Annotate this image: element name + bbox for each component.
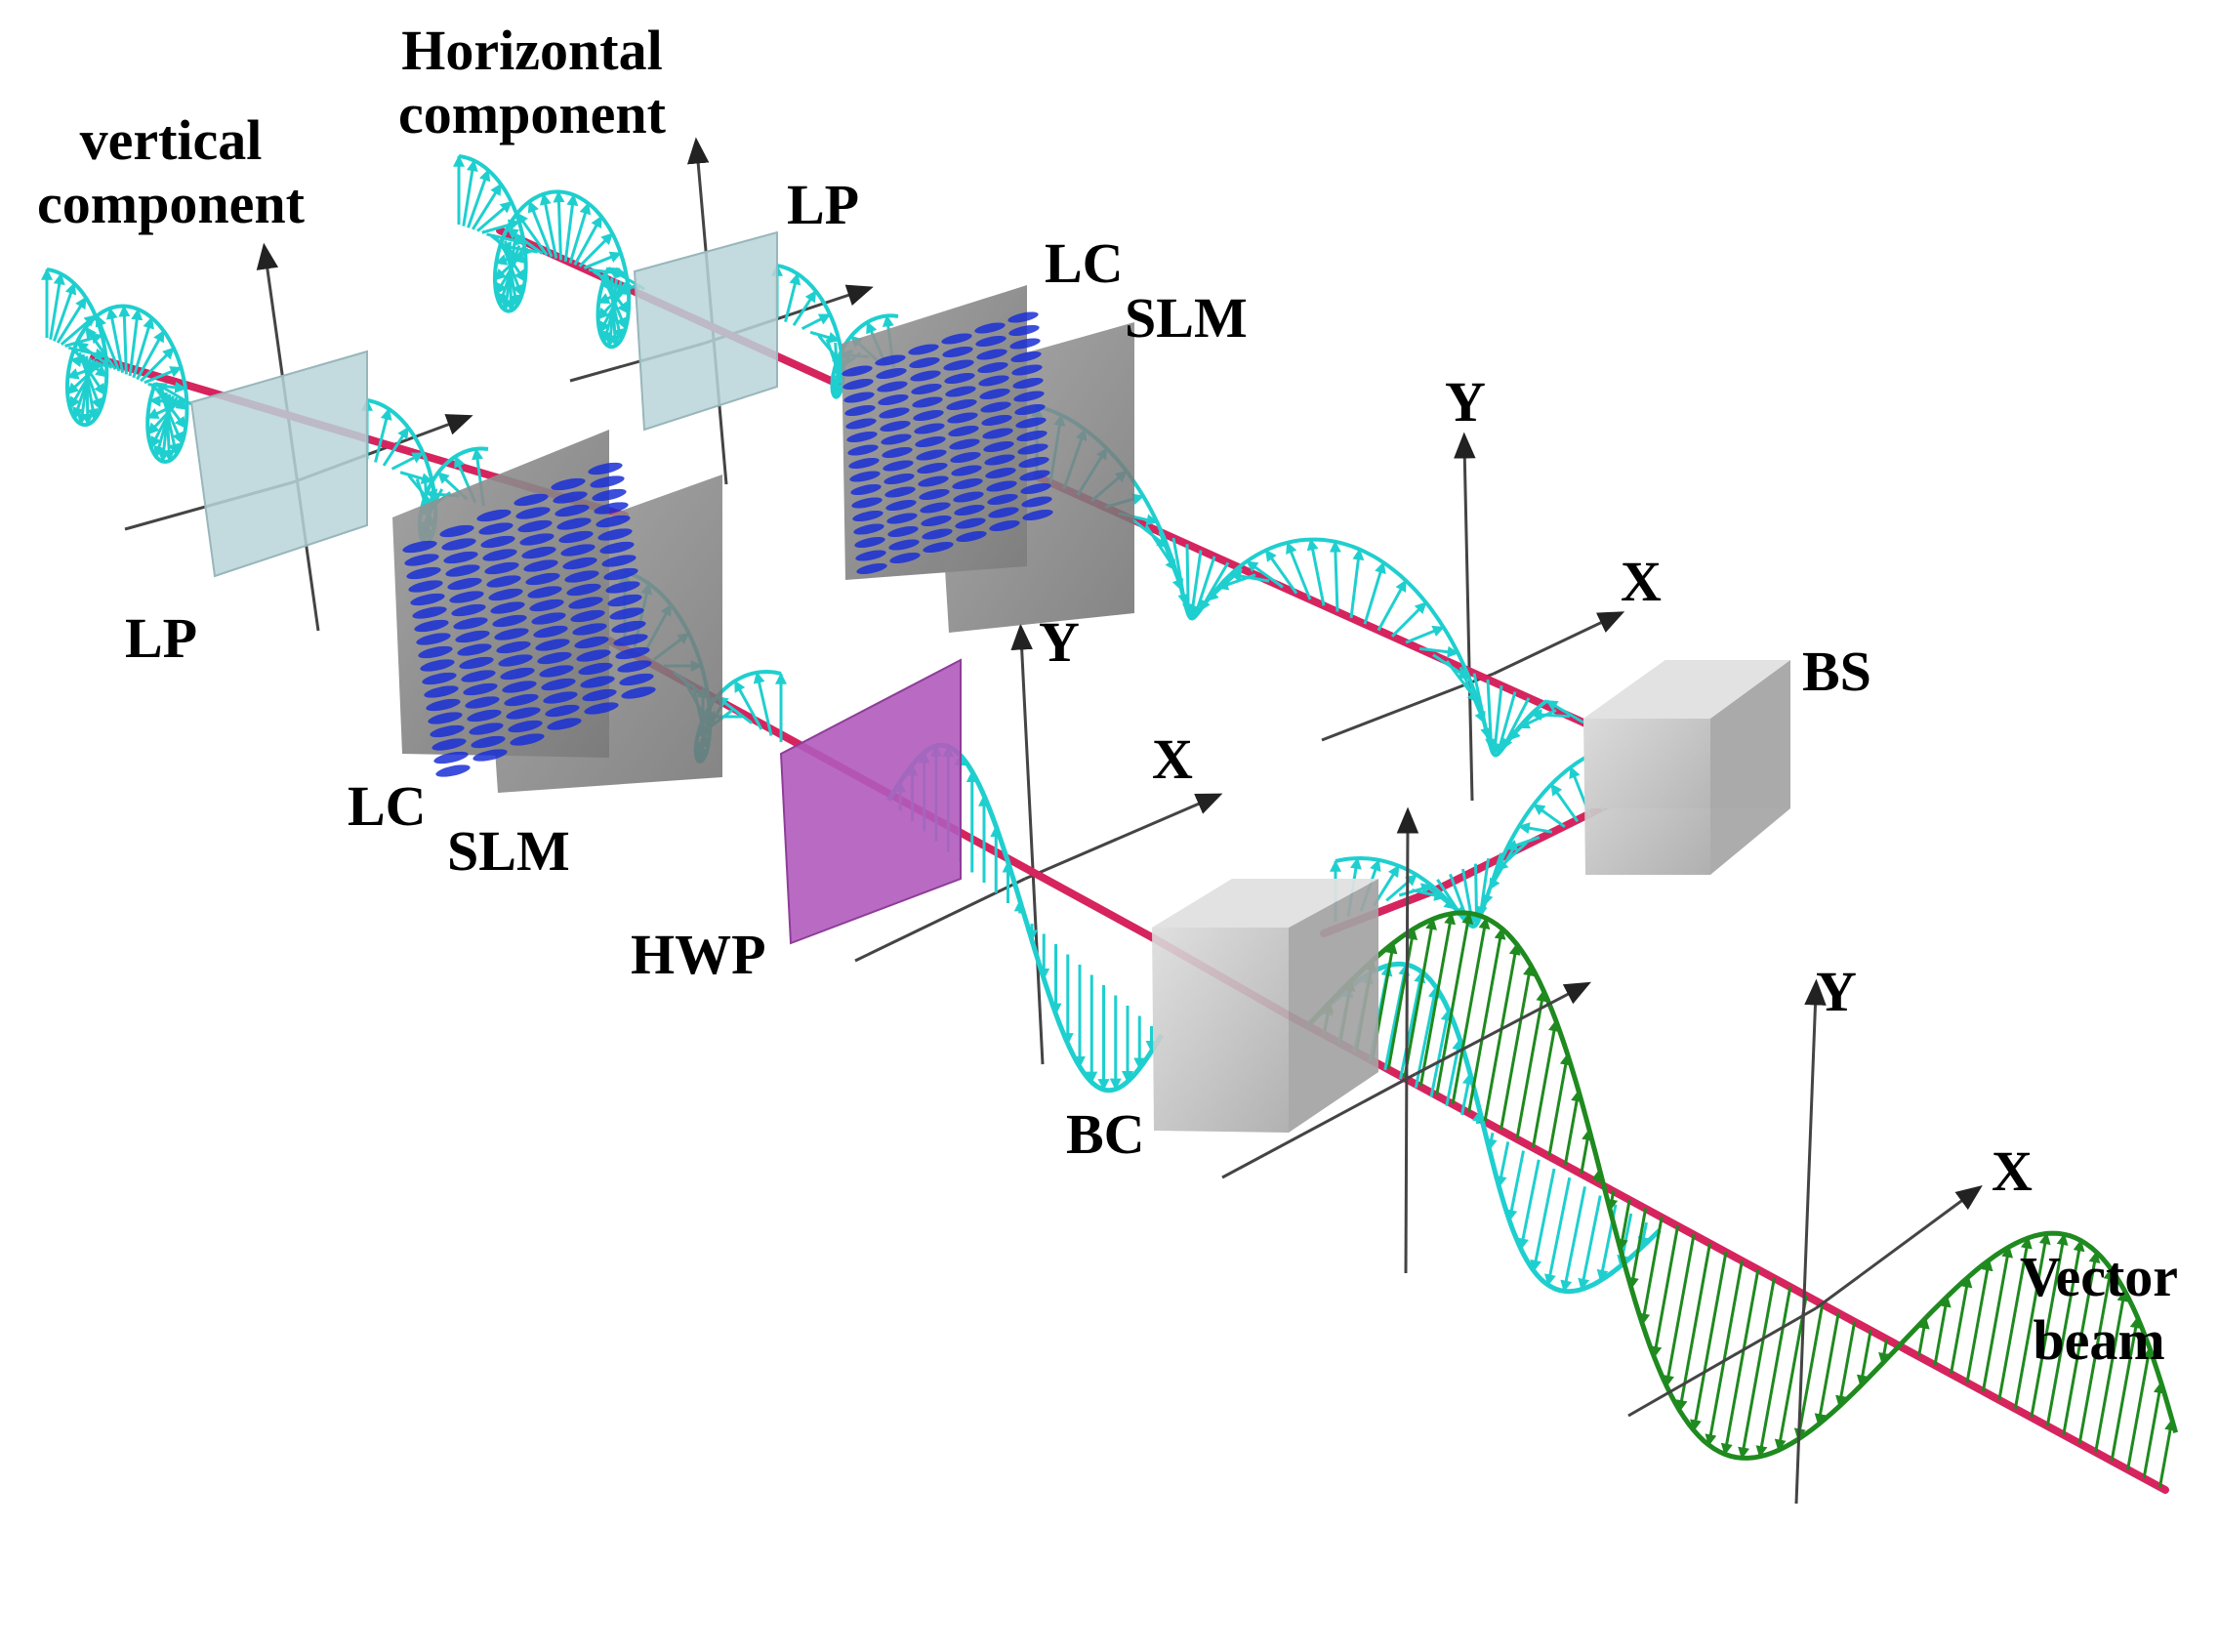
label-hwp: HWP [631,924,766,987]
label-lp-top: LP [787,174,859,237]
label-bc: BC [1066,1103,1145,1167]
label-lc-top: LC [1045,232,1124,296]
label-vector-beam: Vector beam [1992,1246,2206,1373]
label-bs: BS [1802,640,1871,704]
label-lp-left: LP [125,607,197,671]
label-axis-x-center: X [1152,728,1193,792]
label-slm-top: SLM [1125,287,1248,351]
label-horizontal-component: Horizontal component [371,20,693,146]
label-axis-y-center: Y [1039,611,1080,675]
label-axis-y-bottom: Y [1816,961,1857,1024]
label-vertical-component: vertical component [10,109,332,236]
label-axis-y-right: Y [1445,371,1486,434]
label-slm-bottom: SLM [447,820,570,884]
label-lc-bottom: LC [348,775,427,839]
label-axis-x-right: X [1621,551,1662,614]
label-axis-x-bottom: X [1992,1140,2033,1204]
